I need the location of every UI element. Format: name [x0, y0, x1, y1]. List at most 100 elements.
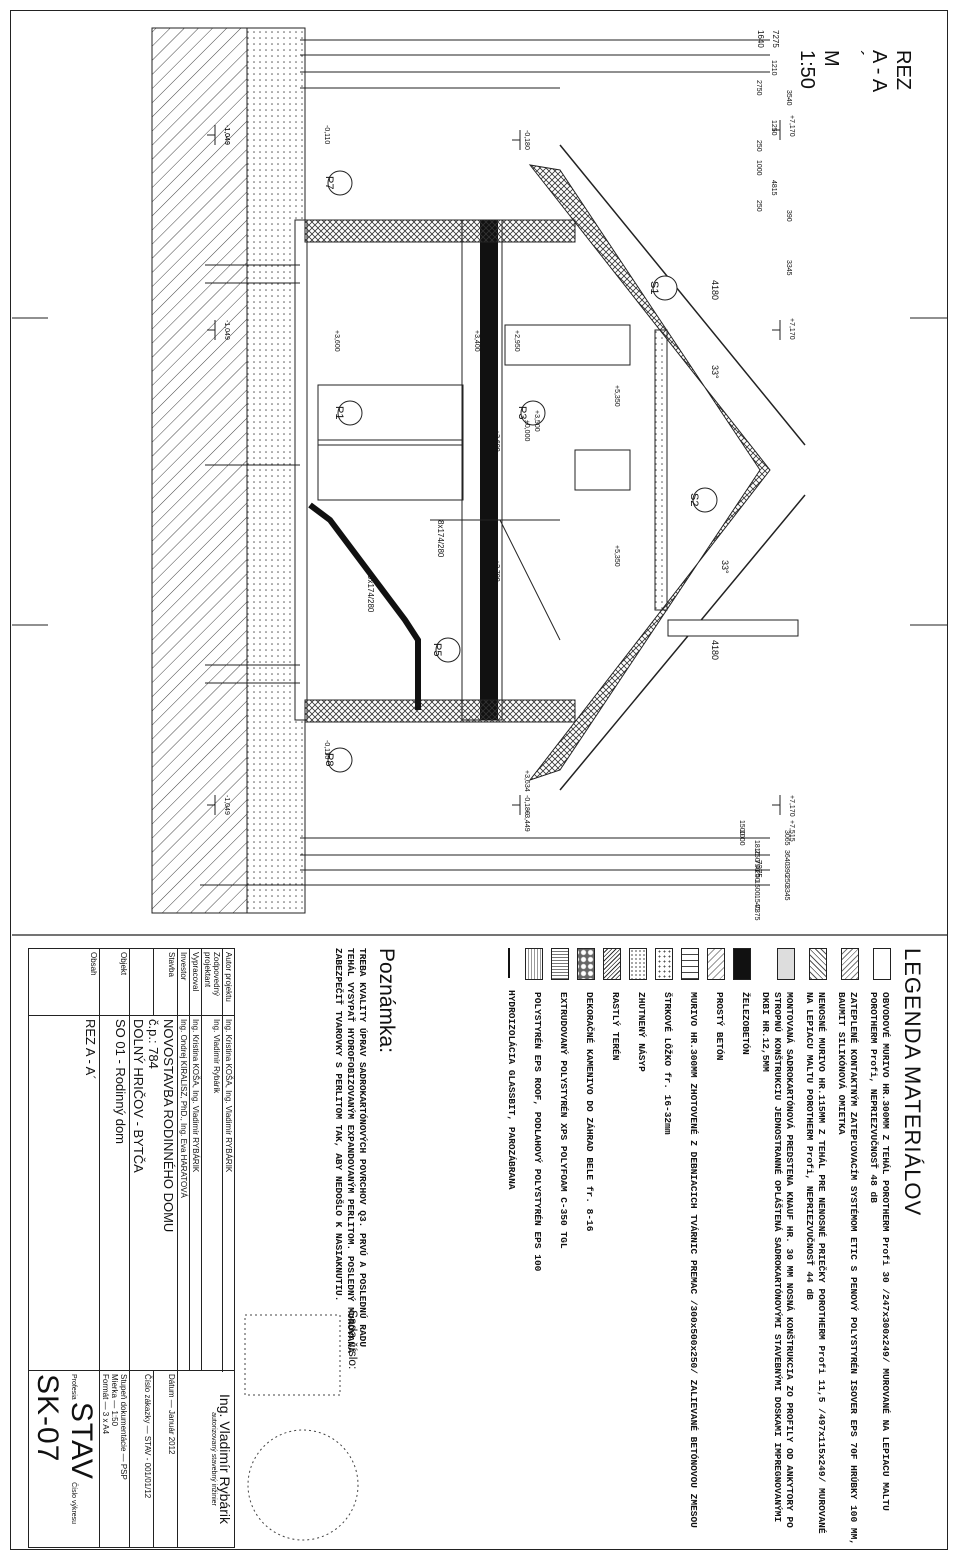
tb-author: Ing. Kristina KOŠA, Ing. Vladimír RYBÁRI…	[222, 1015, 235, 1371]
legend-panel: LEGENDA MATERIÁLOV OBVODOVÉ MURIVO HR.30…	[355, 948, 925, 1548]
terrain-hatch	[151, 27, 248, 914]
legend-row: MURIVO HR.300MM ZHOTOVENÉ Z DEBNIACICH T…	[681, 948, 699, 1548]
stair-run	[308, 502, 421, 710]
level-label: +2,950	[513, 330, 520, 352]
dimension-label-top: 1210	[770, 60, 777, 76]
dimension-label-top: 1250	[770, 120, 777, 136]
swatch-decor-stone	[577, 948, 595, 980]
swatch-waterproofing	[508, 948, 510, 978]
dimension-label-top: 250	[755, 200, 762, 212]
dim-total-top: 7275	[771, 30, 780, 48]
tag-circle-s1	[652, 275, 678, 301]
dimension-label-top: 250	[755, 140, 762, 152]
window-p1b	[317, 439, 464, 501]
level-label: +5,350	[613, 385, 620, 407]
roof-structure	[528, 164, 771, 781]
level-label: -1,049	[223, 795, 230, 815]
legend-row: ZATEPLENÉ KONTAKTNÝM ZATEPĽOVACÍM SYSTÉM…	[835, 948, 859, 1548]
swatch-etics	[841, 948, 859, 980]
chimney	[667, 619, 799, 637]
tb-construction: NOVOSTAVBA RODINNÉHO DOMU č.p.: 784 DOLN…	[129, 1015, 178, 1371]
level-label: -0,180	[523, 130, 530, 150]
legend-row: OBVODOVÉ MURIVO HR.300MM Z TEHÁL POROTHE…	[867, 948, 891, 1548]
drawing-frame	[10, 10, 948, 1550]
tag-circle-p5	[435, 637, 461, 663]
dimension-label-top: 3345	[785, 260, 792, 276]
roof-dim-line-right	[559, 494, 806, 791]
level-label: +3,400	[473, 330, 480, 352]
level-label: +3,500	[533, 410, 540, 432]
section-title: REZ A - A´	[844, 50, 914, 93]
level-label: +3,600	[333, 330, 340, 352]
wall-left	[304, 219, 576, 243]
drawing-title: REZ A - A´ M 1:50	[795, 50, 915, 95]
dim-1640: 1640	[756, 30, 765, 48]
tb-content: REZ A - A´	[28, 1015, 100, 1371]
window-p1	[317, 384, 464, 446]
dimension-label-bottom: 1000	[738, 830, 745, 846]
roof-dim-line-left	[559, 144, 806, 446]
concrete-beam	[480, 220, 498, 720]
tb-object: SO 01 - Rodinný dom	[99, 1015, 130, 1371]
dimension-label-bottom: 7375	[753, 905, 760, 921]
legend-row: ZHUTNENÝ NÁSYP	[629, 948, 647, 1548]
wall-right	[304, 699, 576, 723]
note-text: TREBA KVALITY ÚPRAV SADROKARTÓNOVÝCH POV…	[333, 948, 368, 1353]
legend-row: NENOSNÉ MURIVO HR.115MM Z TEHÁL PRE NENO…	[803, 948, 827, 1548]
level-label: +3,449	[523, 810, 530, 832]
swatch-brick	[873, 948, 891, 980]
legend-row: HYDROIZOLÁCIA GLASSBIT, PAROZÁBRANA	[505, 948, 517, 1548]
scale-label: M 1:50	[796, 50, 842, 89]
ground-slab	[294, 219, 308, 721]
dimension-label-bottom: 3345	[783, 885, 790, 901]
swatch-terrain	[603, 948, 621, 980]
level-label: +2,700	[493, 560, 500, 582]
attic-wall	[654, 329, 668, 611]
stamp-area	[244, 1314, 359, 1541]
window-gable	[574, 449, 631, 491]
swatch-plasterboard	[777, 948, 795, 980]
legend-row: DEKORAČNÉ KAMENIVO DO ZÁHRAD BELE fr. 8-…	[577, 948, 595, 1548]
level-label: -1,049	[223, 320, 230, 340]
roof-angle-left: 33°	[710, 365, 720, 379]
dimension-label-bottom: 3640	[783, 850, 790, 866]
roof-angle-right: 33°	[720, 560, 730, 574]
legend-row: ŠTRKOVÉ LÔŽKO fr. 16-32mm	[655, 948, 673, 1548]
tb-sheet-id: Profesia STAV Číslo výkresu SK-07	[28, 1370, 100, 1548]
tb-company: Ing. Vladimír Rybárik autorizovaný stave…	[177, 1370, 235, 1548]
swatch-partition	[809, 948, 827, 980]
level-label: ±0,000	[523, 420, 530, 442]
swatch-plain-concrete	[707, 948, 725, 980]
level-markers	[207, 120, 781, 815]
dimension-label-top: 3540	[785, 90, 792, 106]
legend-title: LEGENDA MATERIÁLOV	[900, 948, 925, 1217]
tb-investor-label: Investor	[177, 948, 190, 1016]
tag-circle-p8	[327, 747, 353, 773]
tag-circle-p1	[337, 400, 363, 426]
dimension-label-top: 2750	[755, 80, 762, 96]
level-label: +5,350	[613, 545, 620, 567]
sada-box	[244, 1314, 341, 1396]
tb-responsible: Ing. Vladimír Rybárik	[201, 1015, 223, 1371]
swatch-xps	[551, 948, 569, 980]
stair-label-2: 8x174/280	[436, 520, 445, 558]
legend-row: PROSTÝ BETÓN	[707, 948, 725, 1548]
level-label: -0,110	[323, 125, 330, 145]
dimension-label-top: 390	[785, 210, 792, 222]
swatch-gravel	[655, 948, 673, 980]
note-title: Poznámka:	[375, 948, 398, 1054]
window-upper	[504, 324, 631, 366]
tb-drawn-label: Vypracoval	[189, 948, 202, 1016]
tag-s2: S2	[688, 493, 700, 507]
tb-date: Dátum — Január 2012	[153, 1370, 178, 1548]
tb-object-label: Objekt	[99, 948, 130, 1016]
dimension-label-bottom: 1500	[753, 880, 760, 896]
tb-investor: Ing. Ondrej KIRALISZ, PhD., Ing. Eva HAR…	[177, 1015, 190, 1371]
note-panel: Poznámka: TREBA KVALITY ÚPRAV SADROKARTÓ…	[208, 948, 398, 1368]
tag-circle-p3	[520, 400, 546, 426]
legend-row: EXTRUDOVANÝ POLYSTYRÉN XPS POLYFOAM C-35…	[551, 948, 569, 1548]
tag-p7: P7	[323, 176, 335, 190]
roof-length-right: 4180	[710, 640, 720, 661]
tag-p1: P1	[333, 406, 345, 420]
